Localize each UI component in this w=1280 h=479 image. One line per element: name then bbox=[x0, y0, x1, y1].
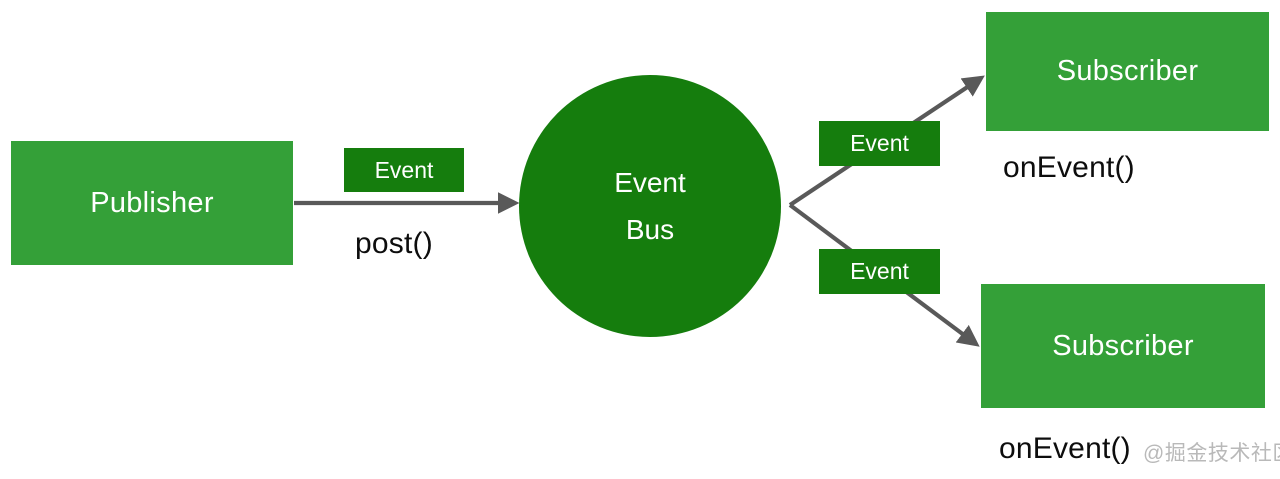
caption-on-event-top: onEvent() bbox=[1003, 151, 1135, 184]
edge-tag-deliver-event-top-label: Event bbox=[850, 130, 909, 156]
edge-tag-deliver-event-top: Event bbox=[819, 121, 940, 166]
edge-tag-deliver-event-bottom-label: Event bbox=[850, 258, 909, 284]
node-subscriber-top[interactable]: Subscriber bbox=[986, 12, 1269, 131]
node-event-bus-label-line2: Bus bbox=[625, 213, 675, 245]
node-subscriber-top-label: Subscriber bbox=[1056, 55, 1199, 88]
node-publisher-label: Publisher bbox=[90, 186, 214, 219]
edge-tag-publish-event-label: Event bbox=[374, 156, 434, 183]
node-subscriber-bottom[interactable]: Subscriber bbox=[981, 284, 1265, 408]
watermark: @掘金技术社区 bbox=[1143, 442, 1280, 465]
node-event-bus-label-line1: Event bbox=[614, 167, 686, 199]
node-event-bus[interactable]: Event Bus bbox=[519, 75, 781, 337]
node-publisher[interactable]: Publisher bbox=[11, 141, 293, 265]
caption-post: post() bbox=[355, 227, 433, 260]
caption-on-event-bottom: onEvent() bbox=[999, 432, 1131, 465]
edge-tag-publish-event: Event bbox=[344, 148, 464, 192]
edge-tag-deliver-event-bottom: Event bbox=[819, 249, 940, 294]
node-subscriber-bottom-label: Subscriber bbox=[1052, 329, 1194, 362]
